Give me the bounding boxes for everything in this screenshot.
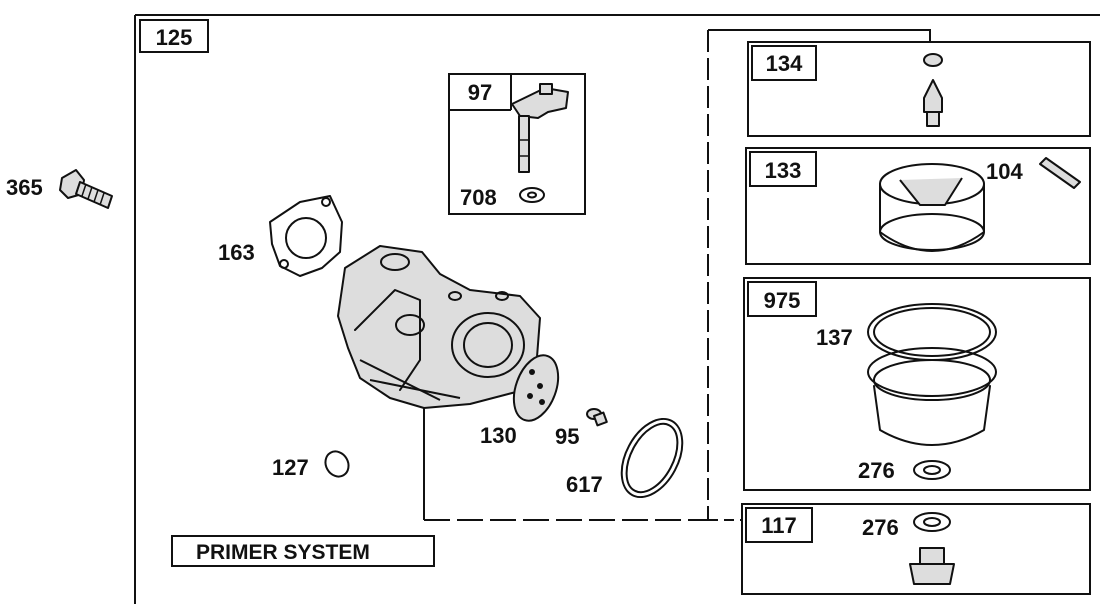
bowl-kit-number: 975 [764, 288, 801, 313]
inset-drain-kit: 117 276 [741, 503, 1091, 595]
washer-icon [913, 460, 951, 480]
o-ring-part: 617 [566, 417, 684, 499]
primer-caption-text: PRIMER SYSTEM [196, 541, 370, 564]
choke-washer-label: 708 [460, 185, 497, 210]
needle-kit-number: 134 [766, 51, 803, 76]
float-icon [879, 163, 985, 252]
drain-kit-number: 117 [761, 513, 797, 538]
float-pin-label: 104 [986, 159, 1023, 184]
drain-washer-label: 276 [862, 515, 899, 540]
plug-label: 127 [272, 455, 309, 480]
float-kit-number: 133 [765, 158, 802, 183]
bowl-washer-label: 276 [858, 458, 895, 483]
needle-valve-icon [923, 53, 943, 127]
o-ring-label: 617 [566, 472, 603, 497]
gasket-part: 163 [218, 195, 343, 277]
kit-connector-line [423, 29, 931, 521]
pin-icon [1039, 157, 1081, 189]
bowl-gasket-label: 137 [816, 325, 853, 350]
choke-kit-number: 97 [468, 80, 492, 105]
inset-bowl-kit: 975 137 276 [743, 277, 1091, 491]
choke-lever-icon [511, 83, 569, 173]
assembly-number-box: 125 [139, 19, 209, 53]
float-bowl-icon [867, 347, 997, 446]
screw-part: 95 [555, 408, 608, 449]
diaphragm-icon [512, 354, 560, 422]
bolt-part: 365 [6, 169, 113, 209]
inset-needle-kit: 134 [747, 41, 1091, 137]
gasket-label: 163 [218, 240, 255, 265]
inset-float-kit: 133 104 [745, 147, 1091, 265]
diaphragm-part: 130 [480, 354, 560, 448]
screw-icon [586, 408, 608, 427]
plug-part: 127 [272, 450, 350, 480]
inset-choke-kit: 97 708 [448, 73, 586, 215]
plug-icon [324, 450, 350, 478]
washer-icon [913, 512, 951, 532]
bolt-icon [59, 169, 113, 209]
carburetor-icon [337, 245, 541, 409]
bolt-label: 365 [6, 175, 43, 200]
diaphragm-label: 130 [480, 423, 517, 448]
assembly-number: 125 [156, 25, 193, 50]
primer-caption: PRIMER SYSTEM [171, 535, 435, 567]
gasket-icon [269, 195, 343, 277]
washer-icon [519, 187, 545, 203]
main-frame [134, 14, 1100, 604]
screw-label: 95 [555, 424, 579, 449]
drain-screw-icon [909, 547, 955, 585]
o-ring-icon [620, 417, 684, 499]
